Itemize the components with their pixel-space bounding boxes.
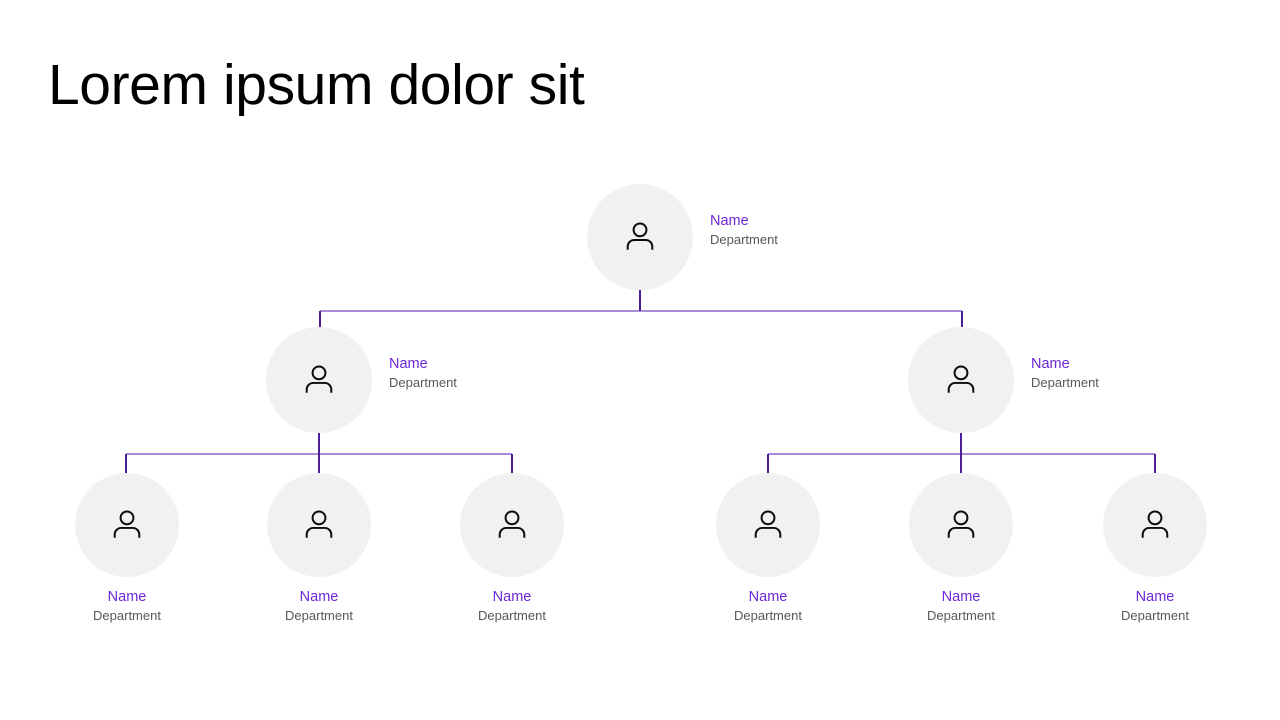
person-icon: [626, 222, 654, 250]
avatar[interactable]: [1103, 473, 1207, 577]
node-name: Name: [299, 589, 339, 605]
node-name: Name: [1135, 589, 1175, 605]
node-department: Department: [1031, 375, 1099, 390]
person-icon: [1141, 510, 1169, 538]
avatar[interactable]: [716, 473, 820, 577]
avatar[interactable]: [908, 327, 1014, 433]
person-icon: [754, 510, 782, 538]
person-icon: [498, 510, 526, 538]
node-department: Department: [927, 608, 995, 623]
node-department: Department: [389, 375, 457, 390]
avatar[interactable]: [460, 473, 564, 577]
page-title: Lorem ipsum dolor sit: [48, 53, 585, 117]
node-name: Name: [492, 589, 532, 605]
avatar[interactable]: [587, 184, 693, 290]
avatar[interactable]: [75, 473, 179, 577]
node-name: Name: [941, 589, 981, 605]
node-name: Name: [107, 589, 147, 605]
person-icon: [947, 365, 975, 393]
node-department: Department: [710, 232, 778, 247]
node-department: Department: [734, 608, 802, 623]
node-department: Department: [478, 608, 546, 623]
node-name: Name: [1031, 356, 1070, 372]
node-name: Name: [389, 356, 428, 372]
node-name: Name: [710, 213, 749, 229]
person-icon: [305, 365, 333, 393]
avatar[interactable]: [909, 473, 1013, 577]
node-department: Department: [1121, 608, 1189, 623]
node-name: Name: [748, 589, 788, 605]
avatar[interactable]: [267, 473, 371, 577]
avatar[interactable]: [266, 327, 372, 433]
person-icon: [947, 510, 975, 538]
node-department: Department: [285, 608, 353, 623]
person-icon: [113, 510, 141, 538]
node-department: Department: [93, 608, 161, 623]
person-icon: [305, 510, 333, 538]
